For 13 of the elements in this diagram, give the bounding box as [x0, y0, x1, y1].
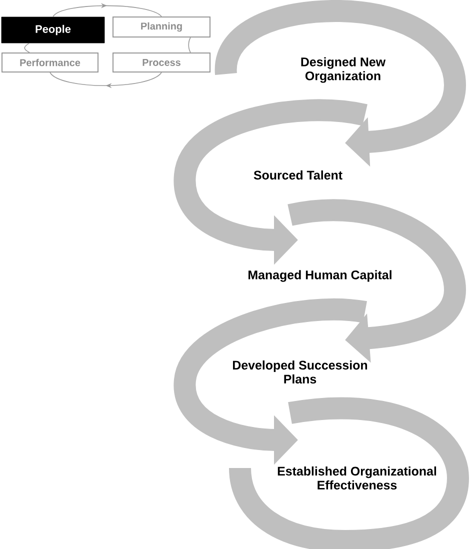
tab-box: Planning: [112, 16, 210, 38]
tab-box: Performance: [2, 52, 98, 72]
stage-label: Managed Human Capital: [248, 270, 392, 282]
tab-box: Process: [112, 52, 210, 72]
spiral-arrow: [215, 0, 466, 167]
stage-label: Developed Succession Plans: [233, 360, 368, 384]
stage-label: Established Organizational Effectiveness: [278, 466, 436, 490]
tab-box: People: [1, 16, 105, 44]
stage-label: Designed New Organization: [301, 57, 386, 83]
cycle-arrow: [50, 72, 162, 88]
spiral-arrow: [288, 199, 466, 363]
cycle-arrow: [52, 3, 162, 18]
stage-label: Sourced Talent: [254, 170, 342, 180]
